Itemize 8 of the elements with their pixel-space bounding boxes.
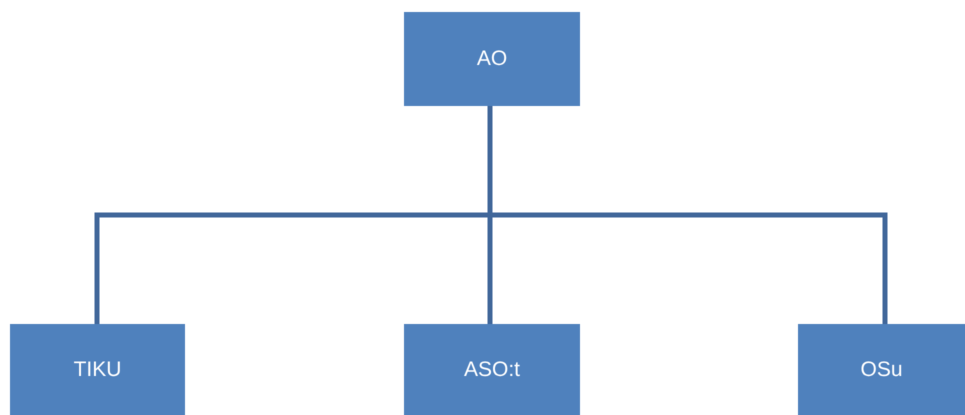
org-box	[404, 12, 580, 106]
org-box	[798, 324, 965, 415]
org-box	[10, 324, 185, 415]
box-label: OSu	[860, 358, 903, 382]
box-label: TIKU	[74, 358, 122, 382]
box-label: AO	[476, 47, 508, 71]
org-box	[404, 324, 580, 415]
box-label: ASO:t	[464, 358, 520, 382]
